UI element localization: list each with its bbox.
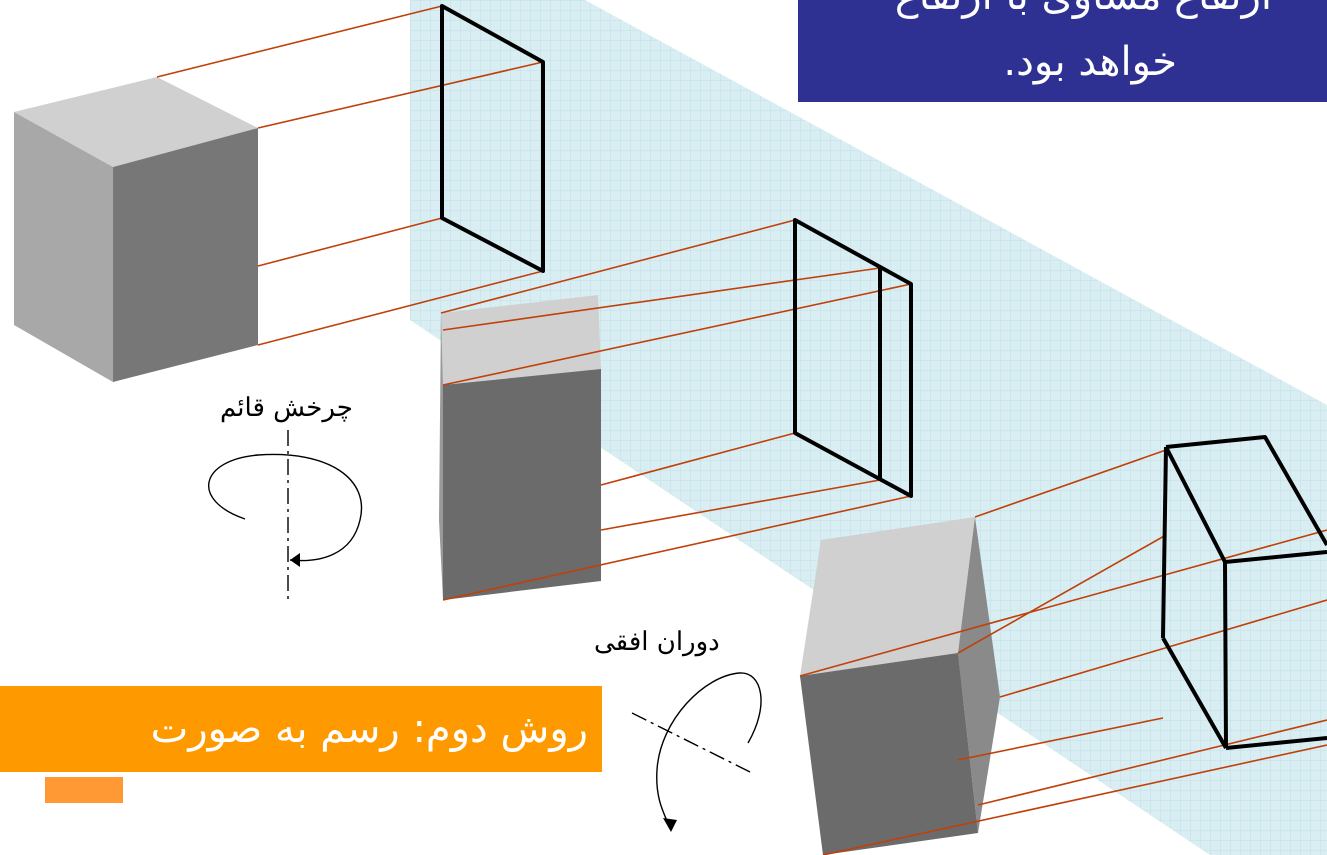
projection-lines-1 [156,5,544,346]
projection-outline-2 [793,218,913,498]
cube-rotated-horizontal-top [800,517,975,676]
projection-lines-2 [440,219,912,601]
cube-rotated-horizontal [800,517,1000,855]
cube-rotated-vertical-top [441,295,601,385]
cube-upright-front [113,128,258,382]
cube-rotated-vertical [439,295,601,600]
method-label-box: روش دوم: رسم به صورت [0,686,602,772]
horizontal-rotation-symbol [631,672,762,832]
title-line-2: خواهد بود. [1003,39,1177,85]
vertical-rotation-caption: چرخش قائم [220,393,353,423]
cube-upright-top [14,77,258,167]
title-box: ارتفاع مساوی با ارتفاع خواهد بود. [798,0,1327,102]
method-label: روش دوم: رسم به صورت [150,706,588,752]
cube-rotated-horizontal-front [800,653,978,855]
cube-rotated-vertical-front [443,369,601,600]
horizontal-rotation-caption: دوران افقی [594,627,720,657]
cube-upright [14,77,258,382]
projection-plane [410,0,1327,855]
accent-bar [45,777,123,803]
cube-rotated-vertical-edge [439,313,443,600]
projection-outline-1 [440,4,545,273]
vertical-rotation-symbol [208,430,363,600]
projection-lines-3 [799,449,1327,855]
cube-upright-side [14,112,113,382]
projection-outline-3 [1161,435,1327,750]
title-line-1: ارتفاع مساوی با ارتفاع [895,0,1272,18]
